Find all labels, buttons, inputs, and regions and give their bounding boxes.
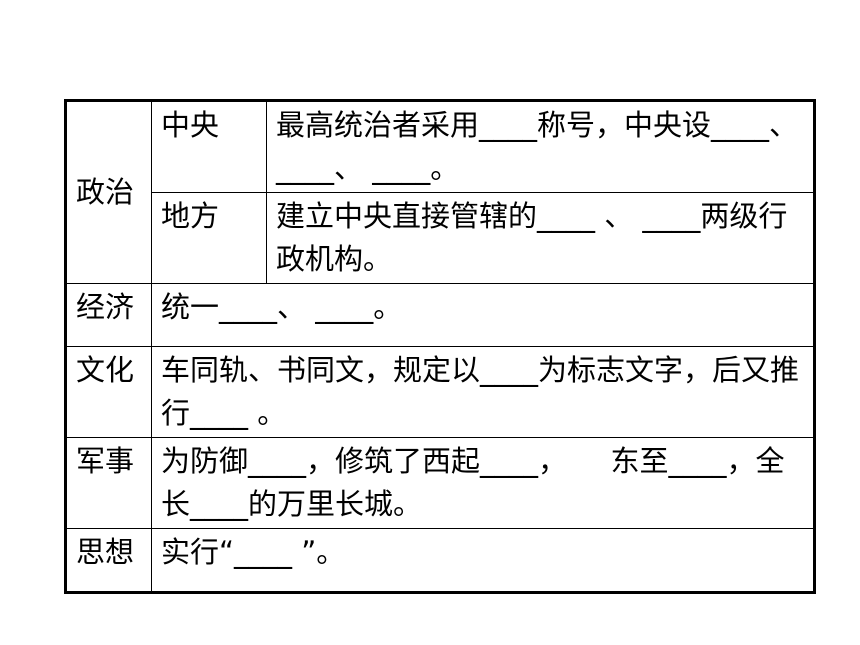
row-military: 军事 为防御____，修筑了西起____， 东至____，全长____的万里长城…: [65, 437, 815, 529]
text-culture: 车同轨、书同文，规定以____为标志文字，后又推行____ 。: [151, 346, 815, 438]
row-thought: 思想 实行“____ ”。: [65, 528, 815, 593]
label-politics: 政治: [65, 100, 152, 284]
label-central: 中央: [151, 100, 267, 193]
label-thought: 思想: [65, 528, 152, 593]
label-military: 军事: [65, 437, 152, 529]
row-politics-local: 地方 建立中央直接管辖的____ 、 ____两级行政机构。: [66, 192, 815, 284]
history-summary-table: 政治 中央 最高统治者采用____称号，中央设____、 ____、 ____。…: [64, 99, 816, 594]
text-thought: 实行“____ ”。: [151, 528, 815, 593]
text-economy: 统一____、 ____。: [151, 283, 815, 347]
label-culture: 文化: [65, 346, 152, 438]
text-central: 最高统治者采用____称号，中央设____、 ____、 ____。: [266, 100, 815, 193]
text-military: 为防御____，修筑了西起____， 东至____，全长____的万里长城。: [151, 437, 815, 529]
row-culture: 文化 车同轨、书同文，规定以____为标志文字，后又推行____ 。: [65, 346, 815, 438]
row-politics-central: 政治 中央 最高统治者采用____称号，中央设____、 ____、 ____。: [65, 100, 815, 284]
row-economy: 经济 统一____、 ____。: [65, 283, 815, 347]
text-local: 建立中央直接管辖的____ 、 ____两级行政机构。: [266, 192, 815, 284]
label-local: 地方: [151, 192, 267, 284]
label-economy: 经济: [65, 283, 152, 347]
